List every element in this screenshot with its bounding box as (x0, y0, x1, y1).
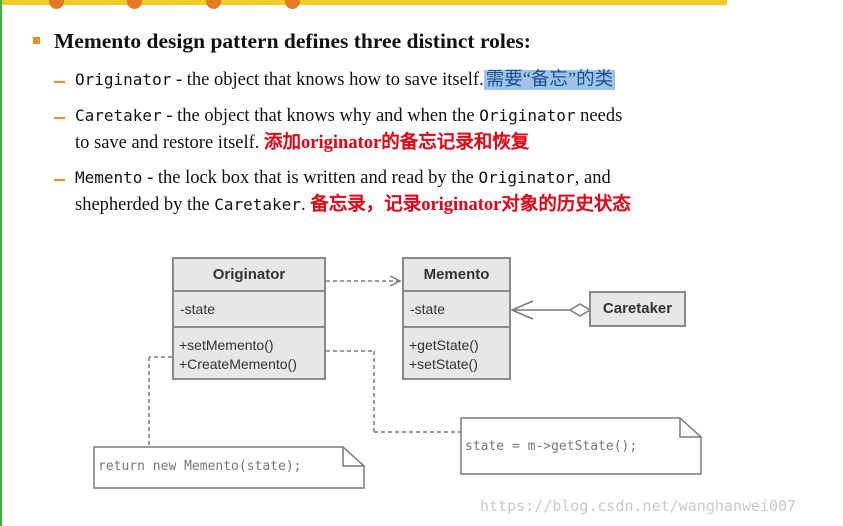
watermark: https://blog.csdn.net/wanghanwei007 (480, 497, 797, 515)
role-text: to save and restore itself. (75, 132, 265, 153)
role-caretaker: Caretaker - the object that knows why an… (75, 103, 622, 156)
role-memento: Memento - the lock box that is written a… (75, 165, 631, 218)
note-state-text: state = m->getState(); (465, 439, 638, 454)
class-name: Originator (174, 259, 324, 292)
role-code: Caretaker (75, 106, 162, 125)
heading-bullet-icon (33, 37, 40, 44)
role-text: - the lock box that is written and read … (142, 168, 479, 188)
class-operations: +getState() +setState() (404, 328, 509, 374)
note-shape-state (460, 417, 702, 475)
decoration-dot (206, 0, 221, 9)
dash-bullet-icon (54, 179, 65, 181)
role-text: shepherded by the (75, 194, 215, 215)
decoration-dot (285, 0, 300, 9)
uml-class-originator: Originator -state +setMemento() +CreateM… (172, 257, 326, 380)
slide-heading: Memento design pattern defines three dis… (54, 29, 531, 53)
role-code: Originator (479, 106, 576, 125)
role-text: - the object that knows why and when the (161, 106, 480, 126)
role-code: Caretaker (214, 194, 301, 214)
uml-class-memento: Memento -state +getState() +setState() (402, 257, 511, 380)
role-text: needs (575, 106, 623, 126)
dash-bullet-icon (54, 117, 65, 119)
decoration-dot (127, 0, 142, 9)
note-return-text: return new Memento(state); (98, 459, 302, 474)
role-text: - the object that knows how to save itse… (171, 70, 484, 90)
class-name: Memento (404, 259, 509, 292)
note-fold (679, 418, 701, 438)
class-operation: +getState() (409, 337, 479, 353)
highlight-note: 需要“备忘”的类 (483, 70, 616, 90)
note-fold (342, 447, 364, 467)
note-shape-return (93, 446, 365, 489)
dash-bullet-icon (54, 81, 65, 83)
role-code: Originator (478, 168, 575, 187)
class-attribute: -state (404, 292, 509, 328)
decoration-dot (49, 0, 64, 9)
red-note: 备忘录，记录originator对象的历史状态 (310, 194, 631, 215)
class-operation: +CreateMemento() (179, 356, 297, 372)
role-text: . (300, 194, 311, 215)
dependency-arrowhead (389, 275, 402, 287)
role-code: Memento (75, 168, 143, 187)
aggregation-arrowhead (510, 300, 534, 320)
uml-class-caretaker: Caretaker (589, 291, 686, 327)
class-operation: +setState() (409, 356, 478, 372)
class-attribute: -state (174, 292, 324, 328)
aggregation-diamond (568, 303, 592, 317)
class-name: Caretaker (602, 300, 673, 317)
class-operations: +setMemento() +CreateMemento() (174, 328, 324, 374)
top-decoration-bar (0, 0, 727, 5)
red-note: 添加originator的备忘记录和恢复 (264, 132, 530, 153)
role-text: , and (574, 168, 611, 188)
class-operation: +setMemento() (179, 337, 274, 353)
left-green-border (0, 0, 2, 526)
role-code: Originator (75, 70, 172, 89)
role-originator: Originator - the object that knows how t… (75, 67, 616, 94)
